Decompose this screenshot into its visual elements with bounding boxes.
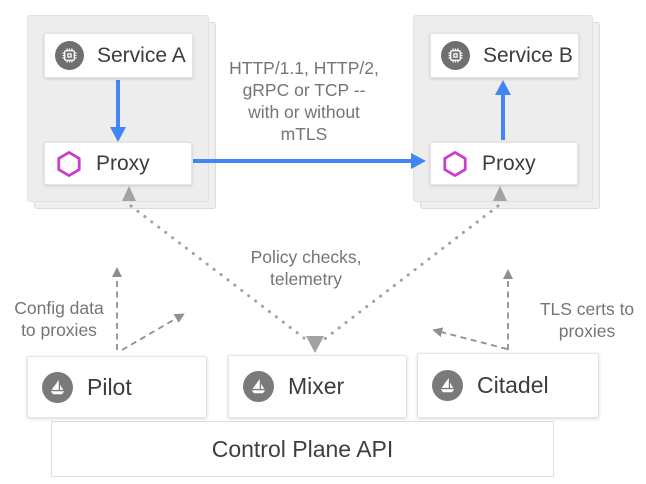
control-plane-api-bar: Control Plane API bbox=[51, 421, 554, 477]
config-data-label: Config data to proxies bbox=[14, 298, 104, 340]
chip-icon bbox=[55, 41, 84, 70]
traffic-protocols-label: HTTP/1.1, HTTP/2, gRPC or TCP -- with or… bbox=[229, 58, 379, 144]
arrowhead-into-mixer bbox=[306, 336, 324, 353]
hexagon-icon bbox=[442, 150, 468, 178]
istio-sailboat-icon bbox=[243, 371, 274, 402]
citadel-label: Citadel bbox=[477, 372, 549, 398]
citadel-box: Citadel bbox=[417, 353, 599, 418]
service-b-label: Service B bbox=[483, 43, 573, 67]
control-plane-api-label: Control Plane API bbox=[211, 435, 394, 462]
service-a-label: Service A bbox=[97, 43, 186, 67]
policy-telemetry-label: Policy checks, telemetry bbox=[250, 247, 362, 289]
pilot-box: Pilot bbox=[27, 356, 207, 418]
service-a-box: Service A bbox=[44, 33, 193, 78]
proxy-left-label: Proxy bbox=[96, 151, 150, 175]
istio-sailboat-icon bbox=[42, 371, 73, 403]
hexagon-icon bbox=[56, 150, 82, 178]
pilot-label: Pilot bbox=[87, 373, 132, 400]
dashed-arrow-citadel-to-proxy bbox=[432, 327, 508, 350]
proxy-left-box: Proxy bbox=[44, 142, 192, 185]
chip-icon bbox=[441, 41, 470, 70]
istio-sailboat-icon bbox=[432, 370, 463, 401]
arrowhead-into-proxy-right bbox=[493, 186, 507, 201]
mixer-box: Mixer bbox=[228, 355, 407, 418]
tls-certs-label: TLS certs to proxies bbox=[539, 299, 635, 341]
proxy-right-label: Proxy bbox=[482, 151, 536, 175]
dashed-arrow-pilot-to-proxy bbox=[121, 313, 185, 351]
service-b-box: Service B bbox=[430, 33, 579, 78]
arrowhead-into-proxy-left bbox=[122, 186, 136, 201]
mixer-label: Mixer bbox=[288, 373, 345, 399]
proxy-right-box: Proxy bbox=[430, 142, 578, 185]
